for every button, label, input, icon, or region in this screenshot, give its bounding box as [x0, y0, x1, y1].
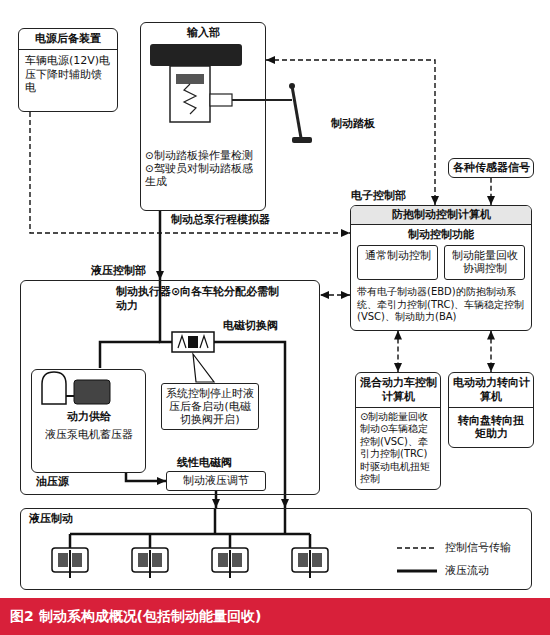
- sensor-box: 各种传感器信号: [448, 158, 534, 178]
- figure-title: 图2 制动系构成概况(包括制动能量回收): [0, 608, 261, 626]
- pedal-pad: [292, 137, 312, 143]
- box-text: 系统控制停止时液压后备启动(电磁切换阀开启): [165, 387, 255, 426]
- valve-core: [188, 336, 198, 348]
- hydraulic-connector: [159, 211, 162, 280]
- hydraulic-connector: [215, 491, 218, 508]
- box-text: 油压源: [36, 475, 69, 489]
- hydraulic-box: 液压控制部制动执行器⊙向各车轮分配必需制动力系统控制停止时液压后备启动(电磁切换…: [20, 280, 320, 495]
- legend-sample: [395, 566, 439, 576]
- box-text: 动力供给: [32, 410, 145, 424]
- callout-pointer: [193, 354, 214, 382]
- hydraulic-line: [70, 533, 310, 536]
- signal-connector: [490, 178, 491, 205]
- cylinder-body: [170, 66, 210, 122]
- box-text: 各种传感器信号: [451, 161, 531, 175]
- signal-connector: [397, 331, 398, 373]
- hydraulic-connector: [284, 495, 287, 508]
- signal-connector: [320, 294, 350, 295]
- hydraulic-connector: [126, 473, 166, 481]
- box-row: 通常制动控制制动能量回收协调控制: [351, 245, 531, 285]
- box-text: 制动总泵行程模拟器: [171, 213, 270, 227]
- switching-valve: [172, 332, 214, 352]
- box-text: 电子控制部: [351, 189, 406, 203]
- pump-motor: [74, 380, 110, 404]
- pedal-arm: [292, 86, 301, 138]
- box-text: 通常制动控制: [361, 249, 434, 263]
- hybrid-box: 混合动力车控制计算机⊙制动能量回收制动⊙车辆稳定控制(VSC)、牵引力控制(TR…: [355, 372, 441, 490]
- cylinder-cap: [150, 44, 242, 66]
- box-text: 线性电磁阀: [177, 456, 232, 470]
- spring: [184, 84, 196, 114]
- box-text: 制动能量回收协调控制: [448, 249, 521, 277]
- rod-housing: [210, 94, 232, 106]
- wheel-cylinders: [52, 534, 328, 578]
- push-rod: [232, 99, 292, 101]
- function-box: 通常制动控制: [357, 245, 438, 281]
- eps-box: 电动动力转向计算机转向盘转向扭矩助力: [448, 372, 534, 448]
- box-text: 带有电子制动器(EBD)的防抱制动系统、牵引力控制(TRC)、车辆稳定控制(VS…: [351, 284, 531, 326]
- function-box: 制动能量回收协调控制: [444, 245, 525, 281]
- box-text: ⊙制动能量回收制动⊙车辆稳定控制(VSC)、牵引力控制(TRC)时驱动电机扭矩控…: [356, 408, 440, 489]
- part-label: 电磁切换阀: [222, 318, 279, 333]
- legend: 控制信号传输液压流动: [395, 540, 511, 586]
- box-text: 转向盘转向扭矩助力: [449, 408, 533, 448]
- signal-connector: [266, 60, 435, 205]
- box-text: 车辆电源(12V)电压下降时辅助馈电: [19, 50, 117, 99]
- box-text: 防抱制动控制计算机: [351, 206, 531, 225]
- legend-text: 液压流动: [445, 563, 489, 578]
- pump-pipe: [66, 395, 74, 397]
- valve-mark: [178, 336, 186, 348]
- box-text: 电动动力转向计算机: [449, 373, 533, 408]
- box-text: 电源后备装置: [19, 29, 117, 50]
- piston: [176, 74, 204, 84]
- legend-text: 控制信号传输: [445, 540, 511, 555]
- title-bar: 图2 制动系构成概况(包括制动能量回收): [0, 598, 550, 635]
- box-text: ⊙制动踏板操作量检测 ⊙驾驶员对制动踏板感生成: [145, 149, 261, 188]
- backup-box: 电源后备装置车辆电源(12V)电压下降时辅助馈电: [18, 28, 118, 112]
- input-box: 输入部⊙制动踏板操作量检测 ⊙驾驶员对制动踏板感生成制动总泵行程模拟器: [140, 22, 266, 211]
- box-text: 制动液压调节: [169, 474, 263, 488]
- part-label: 制动踏板: [330, 116, 376, 131]
- legend-sample: [395, 543, 439, 553]
- hydraulic-line: [284, 508, 287, 534]
- valve-mark: [200, 336, 208, 348]
- box-text: 液压制动: [29, 512, 73, 526]
- valve-box: 线性电磁阀制动液压调节: [166, 471, 266, 491]
- accumulator: [42, 372, 66, 404]
- box-text: 制动执行器⊙向各车轮分配必需制动力: [116, 285, 281, 313]
- ecu-box: 电子控制部防抱制动控制计算机制动控制功能通常制动控制制动能量回收协调控制带有电子…: [350, 205, 532, 331]
- box-text: 输入部: [141, 23, 265, 40]
- signal-connector: [30, 112, 350, 233]
- pump-box: 动力供给液压泵电机蓄压器油压源: [31, 369, 146, 473]
- hydraulic-line: [100, 342, 160, 368]
- box-text: 液压控制部: [91, 264, 146, 278]
- box-text: 制动控制功能: [351, 225, 531, 245]
- box-text: 混合动力车控制计算机: [356, 373, 440, 408]
- signal-connector: [490, 331, 491, 373]
- hydraulic-line: [214, 508, 217, 534]
- callout-box: 系统控制停止时液压后备启动(电磁切换阀开启): [161, 383, 259, 430]
- box-text: 液压泵电机蓄压器: [32, 428, 145, 442]
